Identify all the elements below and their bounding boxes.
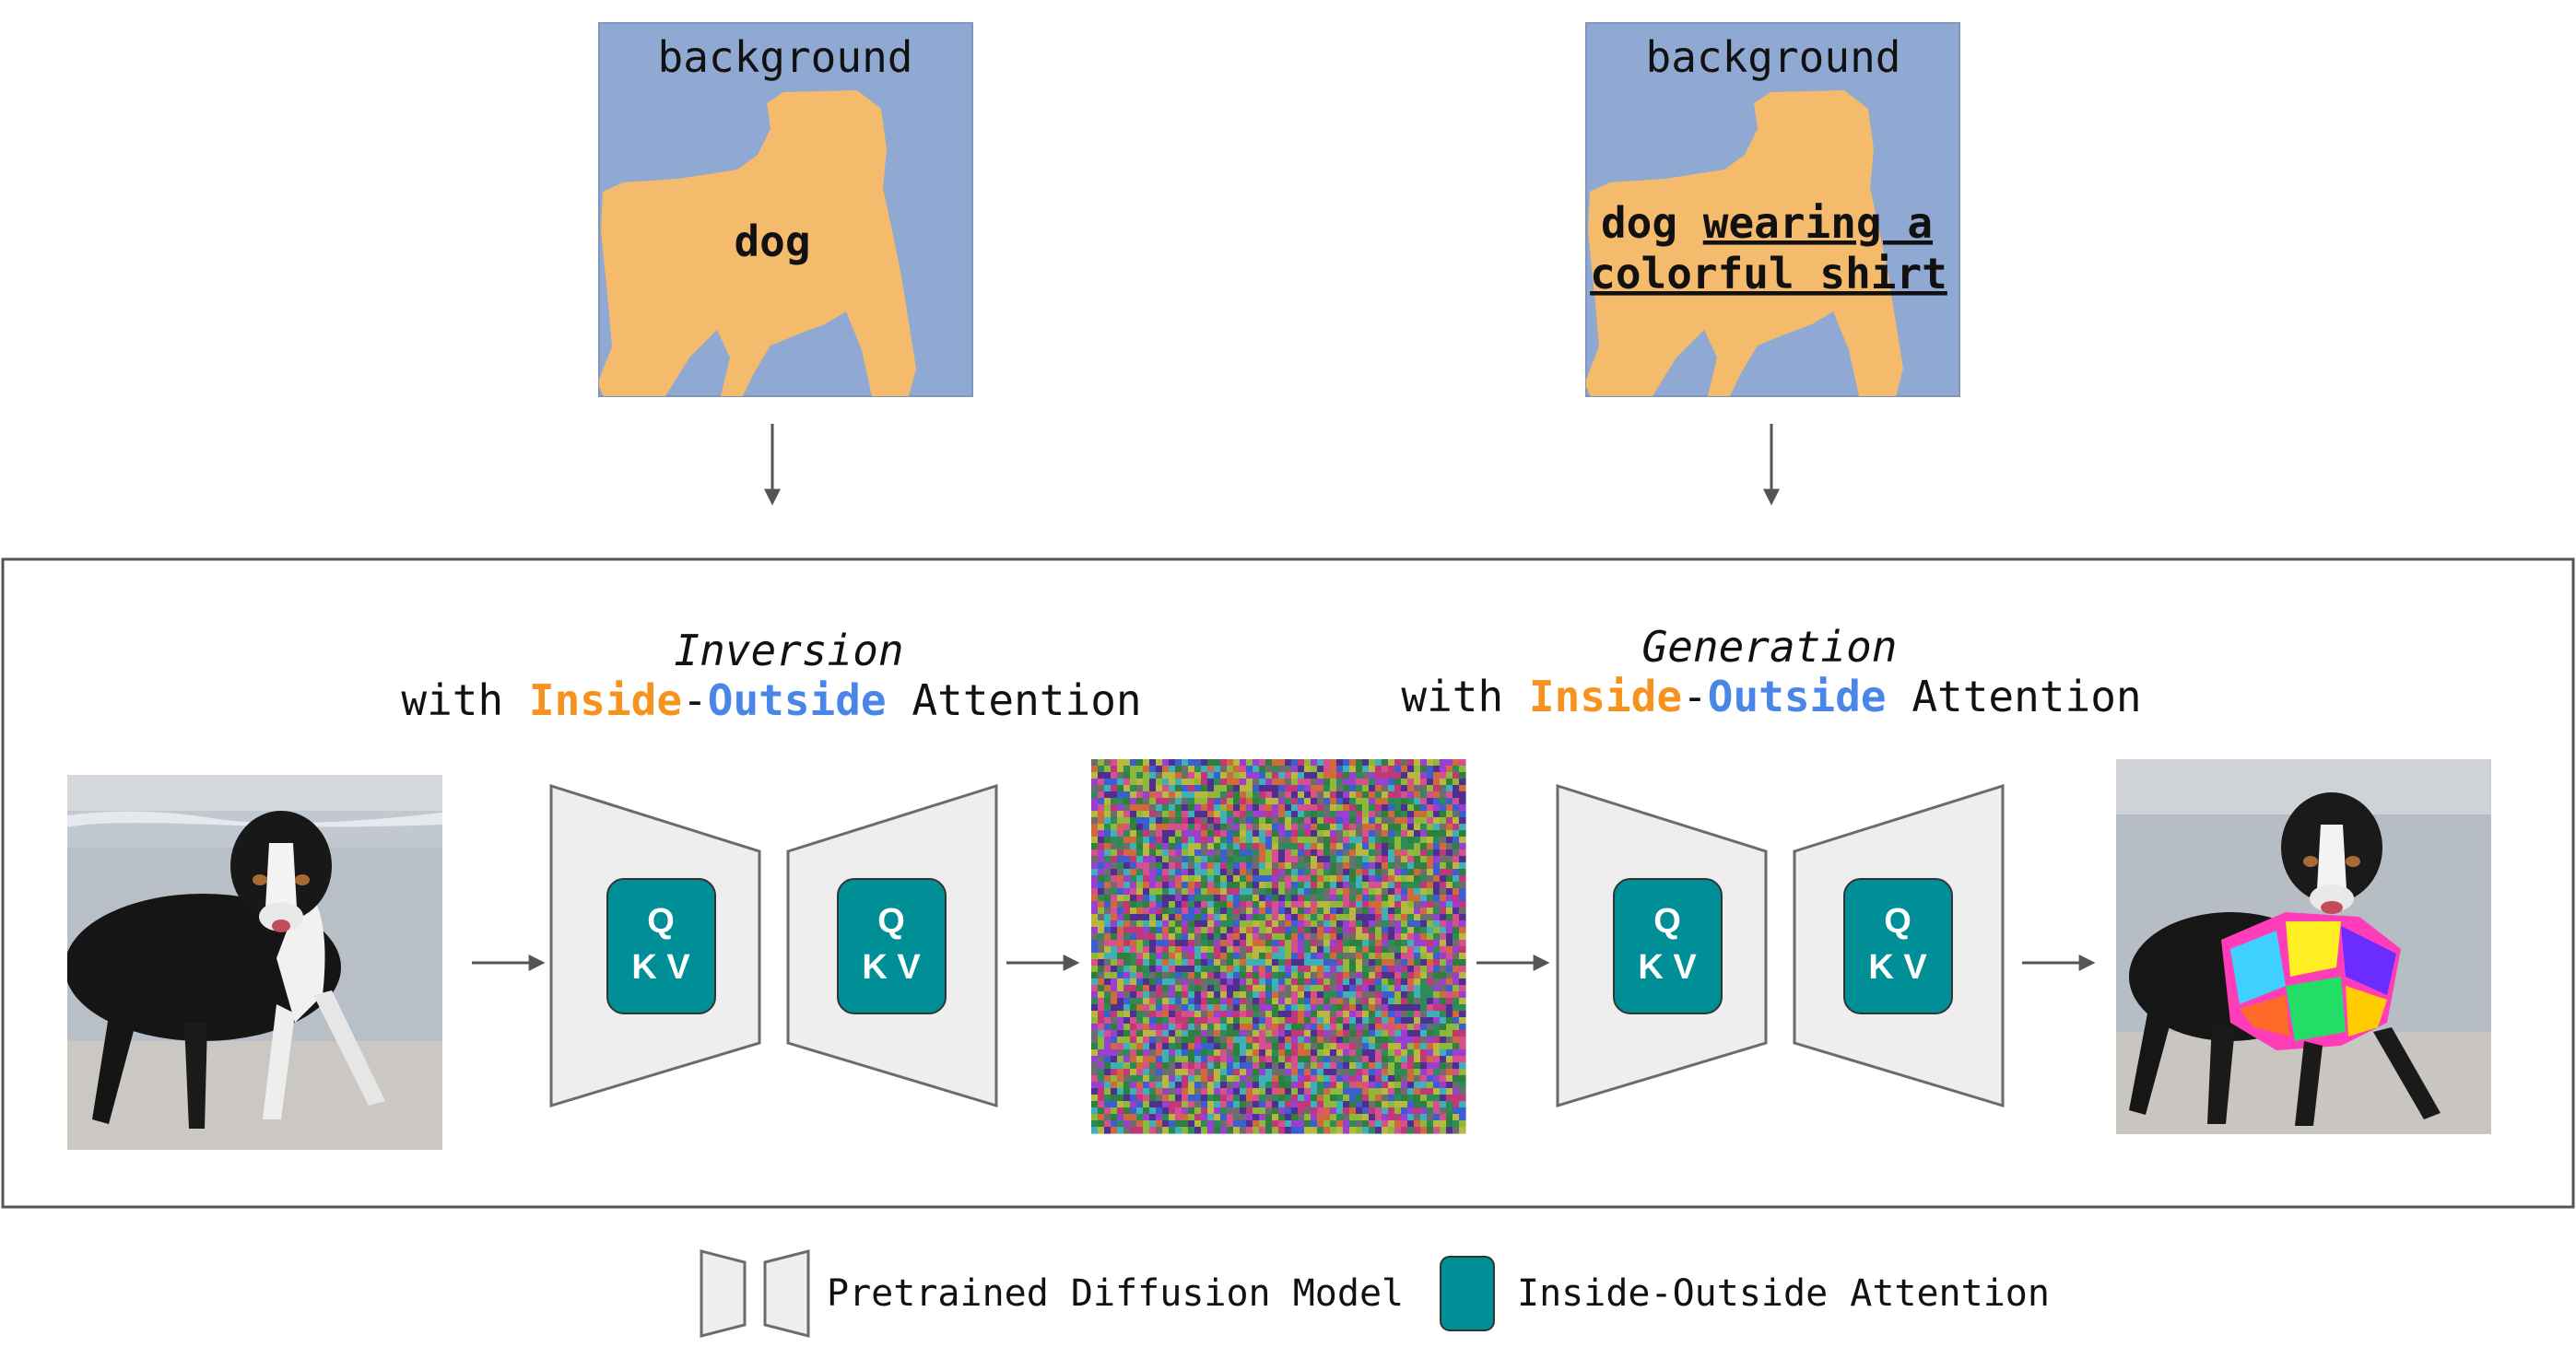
legend-diffusion-model-icon — [700, 1249, 810, 1338]
svg-text:Q: Q — [877, 902, 905, 941]
segmentation-mask-original: background dog — [598, 22, 973, 397]
input-dog-image — [67, 775, 442, 1150]
outside-word: Outside — [708, 675, 887, 725]
inversion-subtitle: with Inside-Outside Attention — [401, 675, 1141, 725]
mask-dog-region — [1586, 90, 1903, 396]
mask-dog-region — [599, 90, 916, 396]
outside-word: Outside — [1708, 672, 1887, 721]
noise-latent-image — [1091, 759, 1466, 1134]
mask-object-label-plain: dog — [1601, 198, 1703, 248]
attention-block: Q K V — [606, 878, 716, 1014]
svg-text:K V: K V — [631, 948, 690, 987]
output-dog-image — [2116, 759, 2491, 1134]
mask-background-label: background — [658, 32, 913, 82]
legend: Pretrained Diffusion Model Inside-Outsid… — [700, 1249, 2050, 1338]
generation-subtitle: with Inside-Outside Attention — [1401, 672, 2141, 721]
svg-text:K V: K V — [1868, 948, 1927, 987]
mask-object-label-line1: dog wearing a — [1601, 198, 1933, 248]
svg-text:Q: Q — [1884, 902, 1911, 941]
mask-object-label-edit: wearing a — [1703, 198, 1933, 248]
inside-word: Inside — [1529, 672, 1682, 721]
inversion-title: Inversion — [674, 626, 903, 675]
legend-diffusion-label: Pretrained Diffusion Model — [827, 1272, 1404, 1315]
attention-block: Q K V — [1613, 878, 1723, 1014]
attention-block: Q K V — [1843, 878, 1953, 1014]
legend-attention-icon — [1440, 1256, 1495, 1331]
inversion-diffusion-model: Q K V Q K V — [549, 783, 998, 1108]
svg-text:Q: Q — [1653, 902, 1681, 941]
pipeline-frame — [1, 557, 2575, 1209]
svg-text:Q: Q — [647, 902, 675, 941]
svg-text:K V: K V — [862, 948, 921, 987]
segmentation-mask-edited: background dog wearing a colorful shirt — [1585, 22, 1960, 397]
mask-object-label: dog — [734, 217, 810, 266]
mask-background-label: background — [1646, 32, 1901, 82]
inside-word: Inside — [529, 675, 682, 725]
legend-attention-label: Inside-Outside Attention — [1517, 1272, 2050, 1315]
attention-block: Q K V — [837, 878, 947, 1014]
generation-title: Generation — [1642, 622, 1898, 672]
mask-object-label-line2: colorful shirt — [1590, 249, 1947, 299]
svg-text:K V: K V — [1638, 948, 1697, 987]
generation-diffusion-model: Q K V Q K V — [1556, 783, 2005, 1108]
